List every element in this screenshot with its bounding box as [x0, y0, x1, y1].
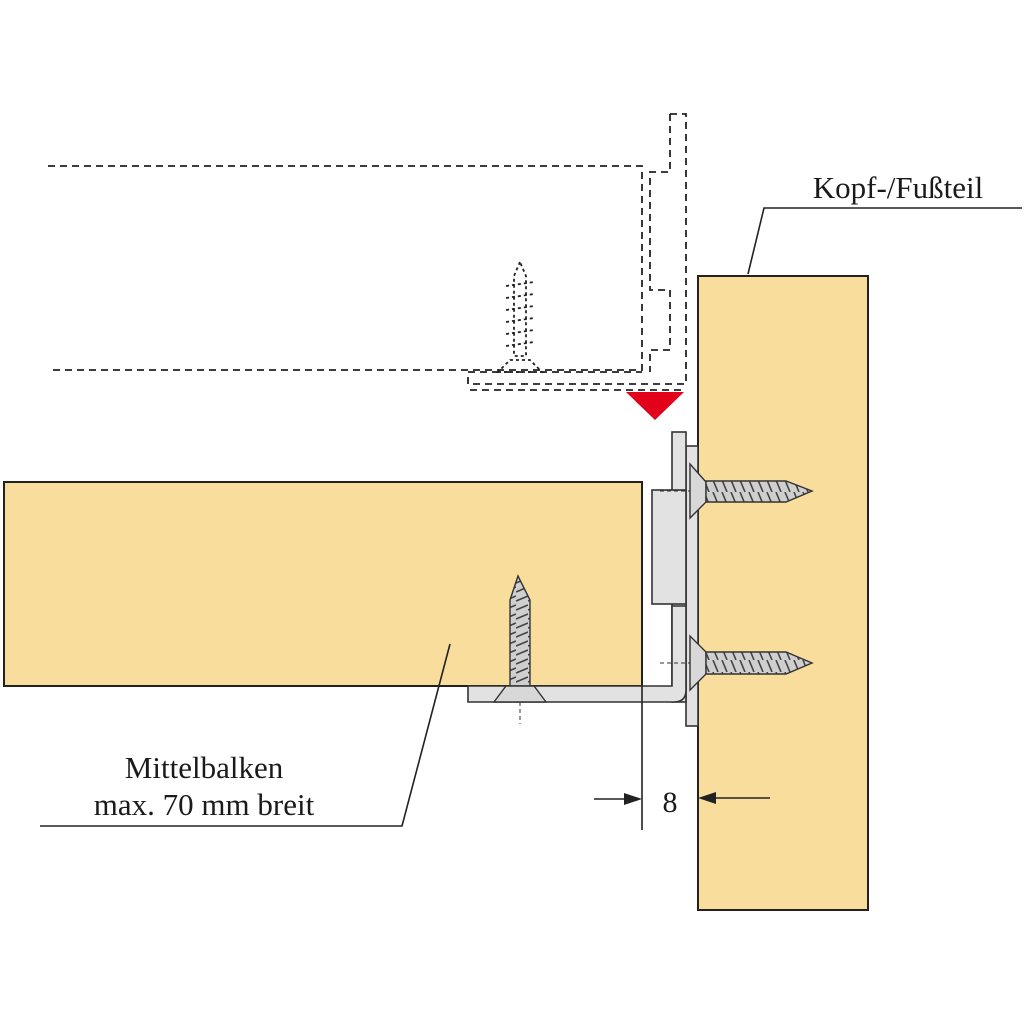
center-beam-leader: Mittelbalken max. 70 mm breit — [40, 643, 451, 827]
head-foot-label: Kopf-/Fußteil — [813, 170, 984, 205]
screw-icon — [495, 259, 545, 373]
screw-icon — [660, 634, 814, 692]
head-foot-leader: Kopf-/Fußteil — [747, 170, 1022, 275]
beam-inserting-outline — [48, 113, 687, 391]
l-bracket — [467, 605, 687, 703]
gap-dimension-value: 8 — [663, 786, 678, 819]
head-foot-board — [697, 275, 869, 911]
hook-block — [651, 489, 687, 605]
gap-dimension: 8 — [594, 686, 770, 830]
triangle-down-icon — [626, 392, 684, 420]
screw-icon — [492, 574, 548, 724]
center-beam-width-label: max. 70 mm breit — [94, 787, 315, 822]
center-beam-label: Mittelbalken — [125, 750, 284, 785]
center-beam — [3, 481, 643, 687]
screw-icon — [660, 462, 814, 520]
